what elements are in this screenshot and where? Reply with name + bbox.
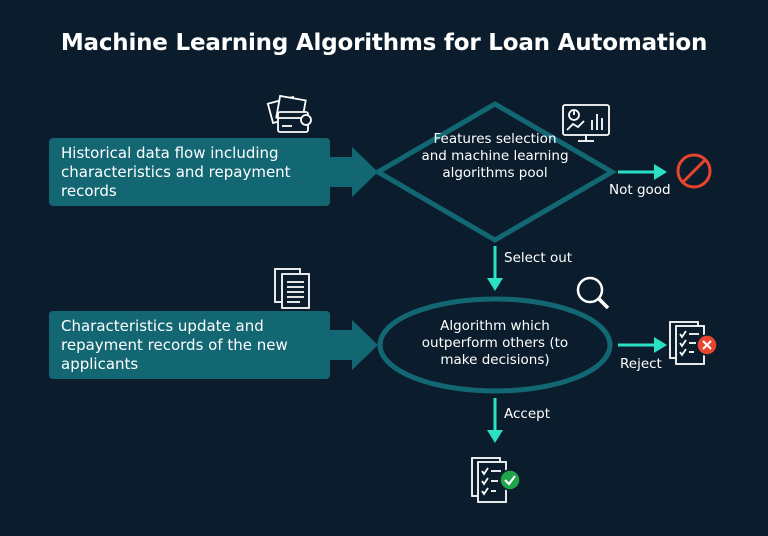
algorithm-ellipse: [377, 296, 613, 394]
features-diamond: [373, 101, 617, 243]
block-arrow-update: [330, 320, 378, 370]
arrow-not-good: [618, 164, 667, 180]
block-arrow-historical: [330, 147, 378, 197]
arrow-accept: [487, 398, 503, 443]
characteristics-update-box: Characteristics update and repayment rec…: [49, 311, 330, 379]
historical-data-box: Historical data flow including character…: [49, 138, 330, 206]
arrow-reject: [618, 337, 667, 353]
accept-label: Accept: [504, 406, 551, 422]
checklist-reject-icon: [669, 321, 718, 365]
documents-card-icon: [266, 94, 312, 133]
features-selection-label: Features selection and machine learning …: [421, 131, 569, 181]
select-out-label: Select out: [504, 250, 573, 266]
magnifier-icon: [576, 276, 610, 310]
dashboard-monitor-icon: [562, 104, 610, 142]
diagram-title: Machine Learning Algorithms for Loan Aut…: [60, 30, 708, 56]
algorithm-label: Algorithm which outperform others (to ma…: [421, 318, 569, 368]
arrow-select-out: [487, 246, 503, 291]
not-good-label: Not good: [609, 182, 671, 198]
checklist-accept-icon: [471, 457, 521, 503]
document-list-icon: [274, 268, 310, 309]
reject-label: Reject: [620, 356, 662, 372]
prohibited-icon: [676, 153, 712, 189]
